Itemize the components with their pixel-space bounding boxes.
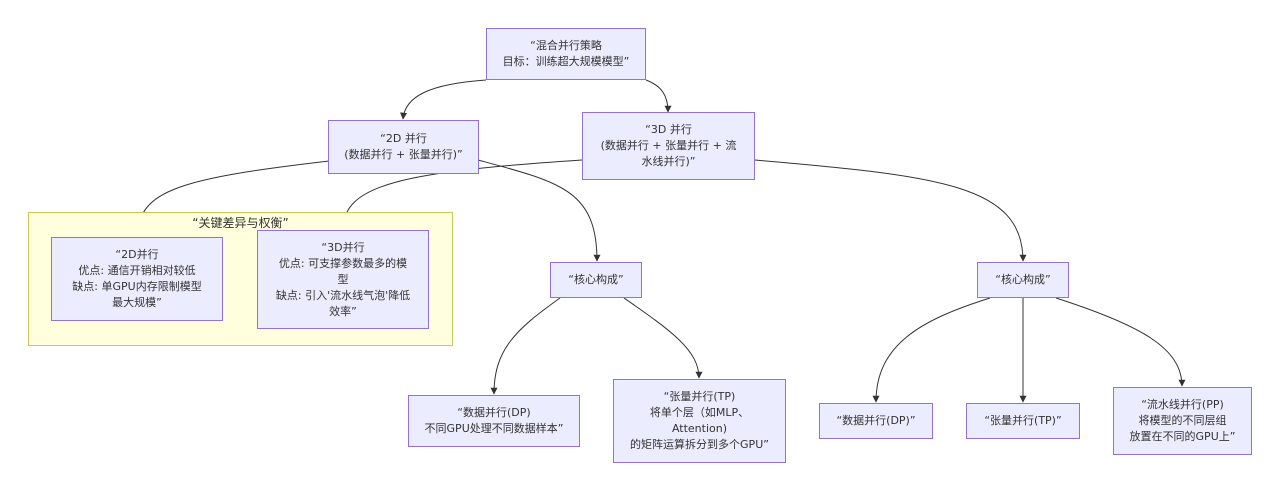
node-label: “2D 并行 (数据并行 + 张量并行)” bbox=[344, 132, 463, 161]
node-label: “核心构成” bbox=[568, 273, 624, 286]
node-label: “混合并行策略 目标：训练超大规模模型” bbox=[502, 39, 630, 68]
node-3d-pipeline-parallel: “流水线并行(PP) 将模型的不同层组 放置在不同的GPU上” bbox=[1113, 387, 1252, 455]
edge-3d-to-core bbox=[754, 159, 1027, 262]
node-label: “数据并行(DP)” bbox=[836, 414, 916, 427]
node-label: “2D并行 优点: 通信开销相对较低 缺点: 单GPU内存限制模型 最大规模” bbox=[72, 248, 202, 309]
node-3d-data-parallel: “数据并行(DP)” bbox=[819, 403, 933, 439]
node-label: “流水线并行(PP) 将模型的不同层组 放置在不同的GPU上” bbox=[1129, 398, 1236, 443]
node-3d-tensor-parallel: “张量并行(TP)” bbox=[966, 403, 1080, 439]
node-label: “张量并行(TP)” bbox=[984, 414, 1062, 427]
node-label: “数据并行(DP) 不同GPU处理不同数据样本” bbox=[424, 406, 564, 435]
node-2d-tensor-parallel: “张量并行(TP) 将单个层（如MLP、 Attention) 的矩阵运算拆分到… bbox=[613, 379, 786, 463]
node-label: “核心构成” bbox=[995, 273, 1051, 286]
edge-core2d-to-dp bbox=[490, 297, 561, 395]
edge-2d-to-core bbox=[477, 159, 601, 262]
node-2d-pros-cons: “2D并行 优点: 通信开销相对较低 缺点: 单GPU内存限制模型 最大规模” bbox=[51, 237, 223, 321]
node-3d-pros-cons: “3D并行 优点: 可支撑参数最多的模 型 缺点: 引入'流水线气泡'降低 效率… bbox=[257, 230, 429, 329]
node-3d-core-components: “核心构成” bbox=[977, 262, 1069, 298]
cluster-title: “关键差异与权衡” bbox=[192, 216, 289, 230]
node-label: “张量并行(TP) 将单个层（如MLP、 Attention) 的矩阵运算拆分到… bbox=[630, 390, 769, 451]
node-label: “3D并行 优点: 可支撑参数最多的模 型 缺点: 引入'流水线气泡'降低 效率… bbox=[275, 240, 411, 318]
edge-core3d-to-dp bbox=[872, 297, 991, 403]
edge-core2d-to-tp bbox=[623, 297, 703, 379]
node-2d-parallel: “2D 并行 (数据并行 + 张量并行)” bbox=[328, 120, 479, 174]
edge-core3d-to-pp bbox=[1055, 297, 1186, 387]
node-label: “3D 并行 (数据并行 + 张量并行 + 流 水线并行)” bbox=[600, 123, 737, 168]
node-hybrid-parallel-strategy: “混合并行策略 目标：训练超大规模模型” bbox=[486, 28, 646, 80]
node-2d-data-parallel: “数据并行(DP) 不同GPU处理不同数据样本” bbox=[408, 395, 580, 447]
edge-root-to-2d bbox=[400, 79, 487, 120]
edge-root-to-3d bbox=[645, 79, 672, 113]
node-3d-parallel: “3D 并行 (数据并行 + 张量并行 + 流 水线并行)” bbox=[582, 112, 755, 180]
node-2d-core-components: “核心构成” bbox=[550, 262, 642, 298]
